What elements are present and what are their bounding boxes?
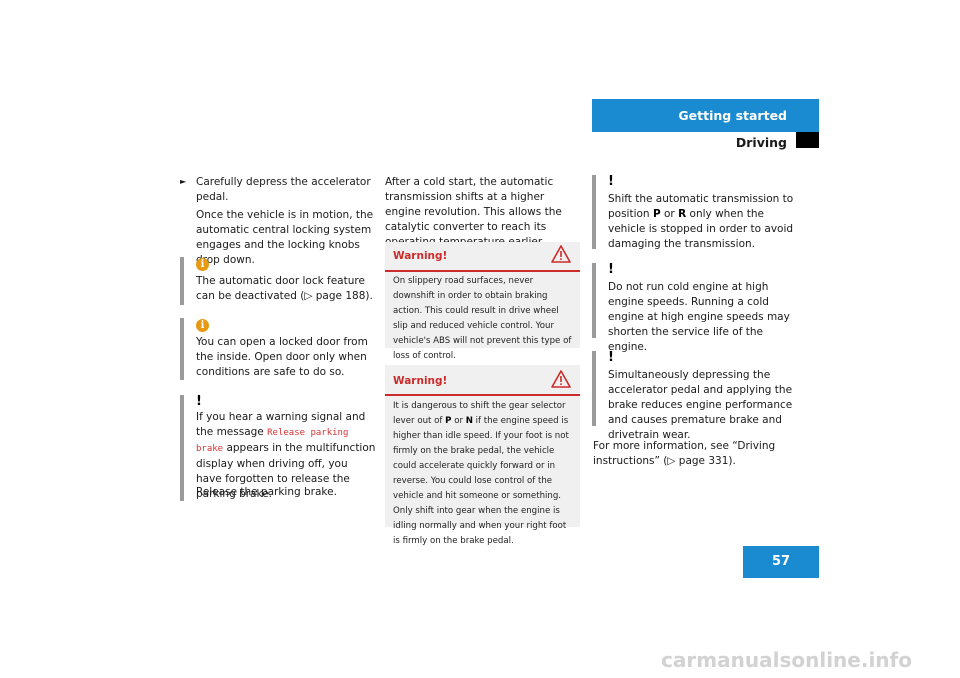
watermark: carmanualsonline.info [661, 648, 912, 672]
parking-brake-instruction: Release the parking brake. [196, 486, 337, 498]
section-title: Getting started [678, 108, 787, 123]
warning-divider [385, 270, 580, 272]
gear-n-label: N [465, 416, 473, 426]
note-text: only when the vehicle is stopped in orde… [608, 208, 794, 250]
note-text: or [663, 208, 675, 220]
header-marker [796, 132, 819, 148]
warning-heading: Warning! [393, 250, 448, 262]
note-text: If you hear a warning signal and the mes… [196, 411, 366, 438]
warning-heading: Warning! [393, 375, 448, 387]
warning-box-gear-selector [385, 365, 580, 527]
warning-triangle-icon [551, 245, 571, 263]
warning-triangle-icon [551, 370, 571, 388]
warning-text: if the engine speed is higher than idle … [393, 416, 569, 546]
gear-p-label: P [652, 208, 661, 220]
exclamation-icon: ! [608, 174, 614, 189]
info-bar [180, 257, 184, 305]
note-bar [180, 395, 184, 501]
info-bar [180, 318, 184, 380]
step-followup: Once the vehicle is in motion, the autom… [196, 209, 374, 266]
cold-engine-note: Do not run cold engine at high engine sp… [608, 281, 790, 353]
note-bar [592, 175, 596, 249]
note-bar [592, 351, 596, 426]
note-text: appears in the multifunction display whe… [196, 442, 376, 500]
info-note-door-lock: The automatic door lock feature can be d… [196, 275, 373, 302]
warning-text: It is dangerous to shift the gear select… [393, 401, 566, 426]
warning-text-downshift: On slippery road surfaces, never downshi… [393, 276, 572, 361]
subsection-title: Driving [735, 135, 787, 150]
warning-text-gear-selector: It is dangerous to shift the gear select… [393, 399, 575, 549]
exclamation-icon: ! [608, 262, 614, 277]
page-number: 57 [771, 554, 791, 569]
info-icon: i [196, 319, 209, 332]
warning-box-downshift [385, 242, 580, 348]
warning-text: or [454, 416, 463, 426]
info-icon: i [196, 258, 209, 271]
gear-r-label: R [678, 208, 687, 220]
parking-brake-note: If you hear a warning signal and the mes… [196, 410, 376, 502]
more-info-text: For more information, see “Driving instr… [593, 440, 776, 467]
warning-divider [385, 394, 580, 396]
display-message: Release parking brake [196, 428, 349, 454]
note-text: Shift the automatic transmission to posi… [608, 193, 794, 220]
page-number-box [743, 546, 819, 578]
header-bar [592, 99, 819, 132]
exclamation-icon: ! [196, 394, 202, 409]
gear-p-label: P [445, 416, 452, 426]
exclamation-icon: ! [608, 350, 614, 365]
step-text: Carefully depress the accelerator pedal. [196, 176, 371, 203]
note-bar [592, 263, 596, 338]
cold-start-paragraph: After a cold start, the automatic transm… [385, 176, 562, 248]
bullet-icon: ► [180, 177, 187, 186]
brake-wear-note: Simultaneously depressing the accelerato… [608, 369, 793, 441]
transmission-note: Shift the automatic transmission to posi… [608, 192, 803, 252]
info-note-locked-door: You can open a locked door from the insi… [196, 336, 368, 378]
